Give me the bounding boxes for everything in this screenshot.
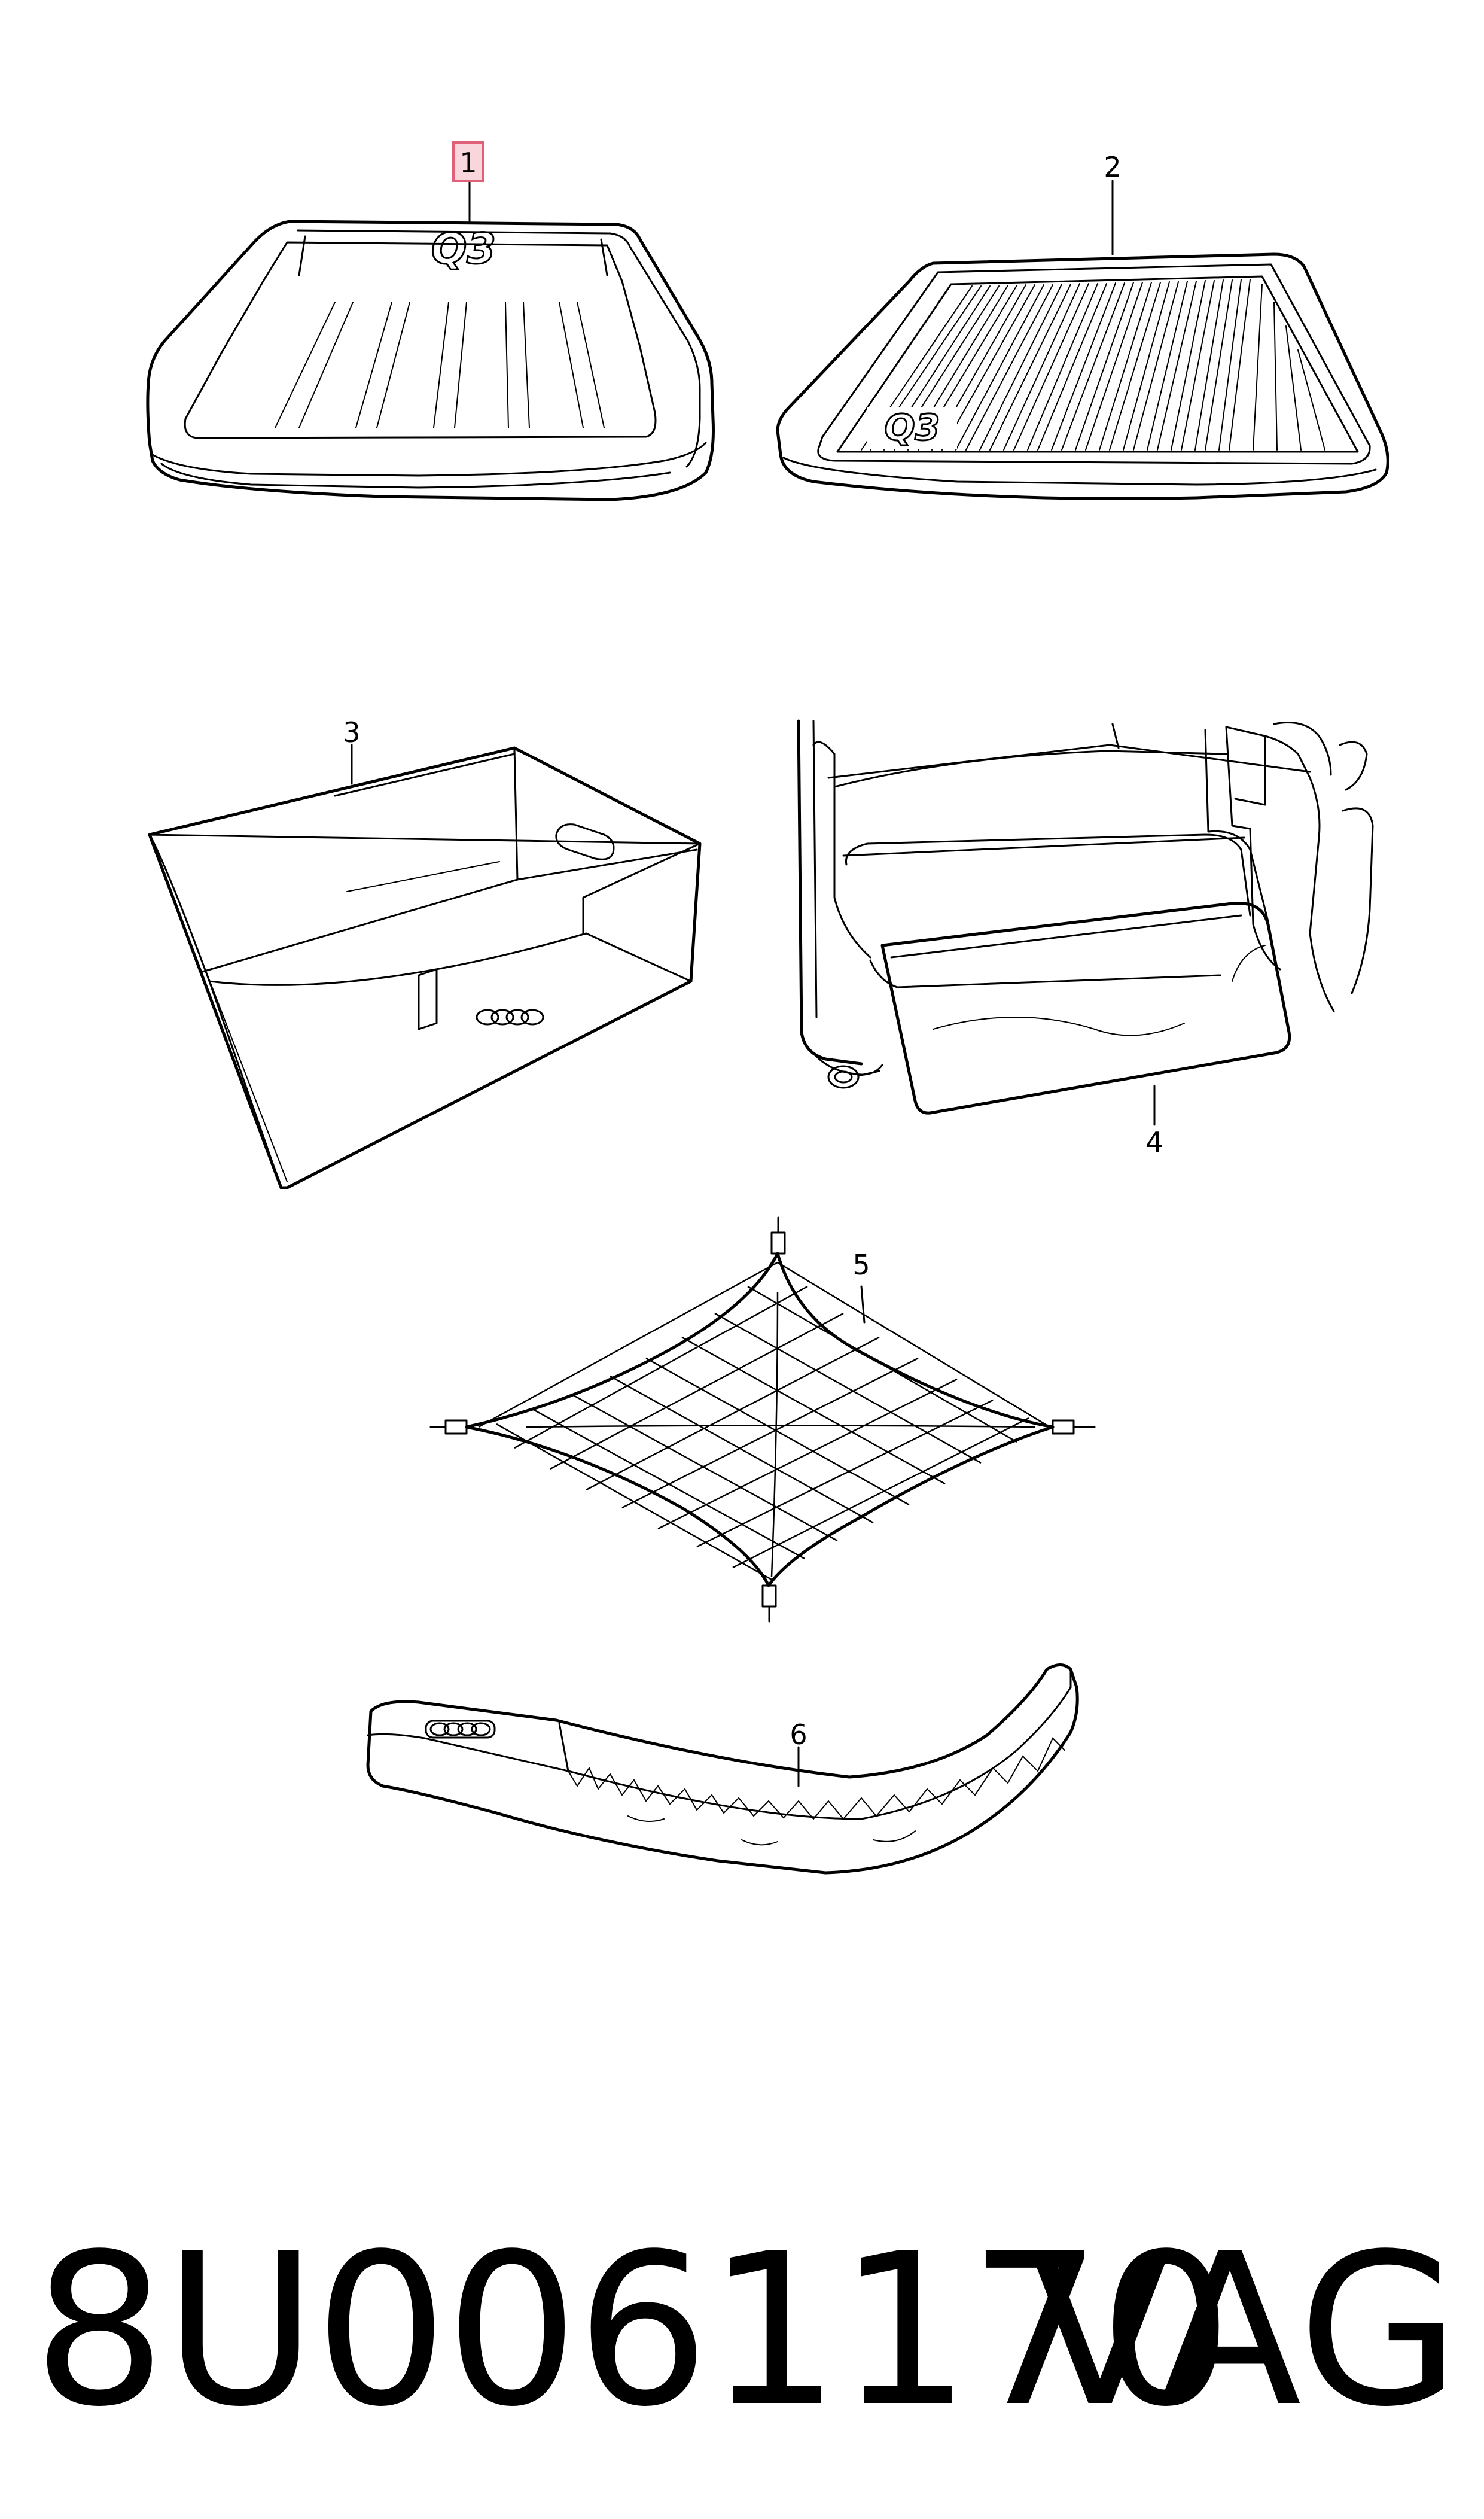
part-5-luggage-net[interactable]: 5 (429, 1216, 1096, 1623)
part-3-storage-box[interactable]: 3 (148, 716, 702, 1189)
net-mesh (478, 1261, 1050, 1581)
sill-pattern (568, 1737, 1065, 1846)
mat-ribs (861, 279, 1325, 451)
part-2-floor-mat[interactable]: Q3 2 (776, 151, 1389, 500)
callout-2-label: 2 (1104, 151, 1121, 183)
parts-diagram: 1 Q3 Q3 2 (146, 141, 1389, 1875)
callout-4-label: 4 (1145, 1126, 1163, 1158)
tray2-logo: Q3 (885, 407, 940, 449)
net-hook-left (429, 1419, 468, 1435)
part-1-luggage-tray[interactable]: 1 Q3 (146, 141, 715, 501)
part-4-load-edge-protector[interactable]: 4 (797, 719, 1374, 1158)
part-6-sill-protector[interactable]: 6 (366, 1663, 1079, 1875)
callout-1-label: 1 (459, 147, 477, 179)
callout-3-label: 3 (343, 716, 360, 749)
audi-rings-icon (476, 1009, 544, 1026)
net-hook-right (1052, 1419, 1096, 1435)
callout-1-highlight (452, 141, 484, 182)
audi-rings-icon-sill (425, 1720, 496, 1739)
brand-label: VAG (1028, 2208, 1460, 2453)
callout-5-leader (860, 1285, 866, 1324)
callout-5-label: 5 (852, 1249, 870, 1281)
part-number: 8U0061170 (33, 2208, 1233, 2453)
net-hook-bottom (761, 1584, 777, 1623)
net-hook-top (770, 1216, 786, 1255)
tray1-logo: Q3 (431, 224, 496, 273)
callout-6-label: 6 (790, 1718, 807, 1751)
